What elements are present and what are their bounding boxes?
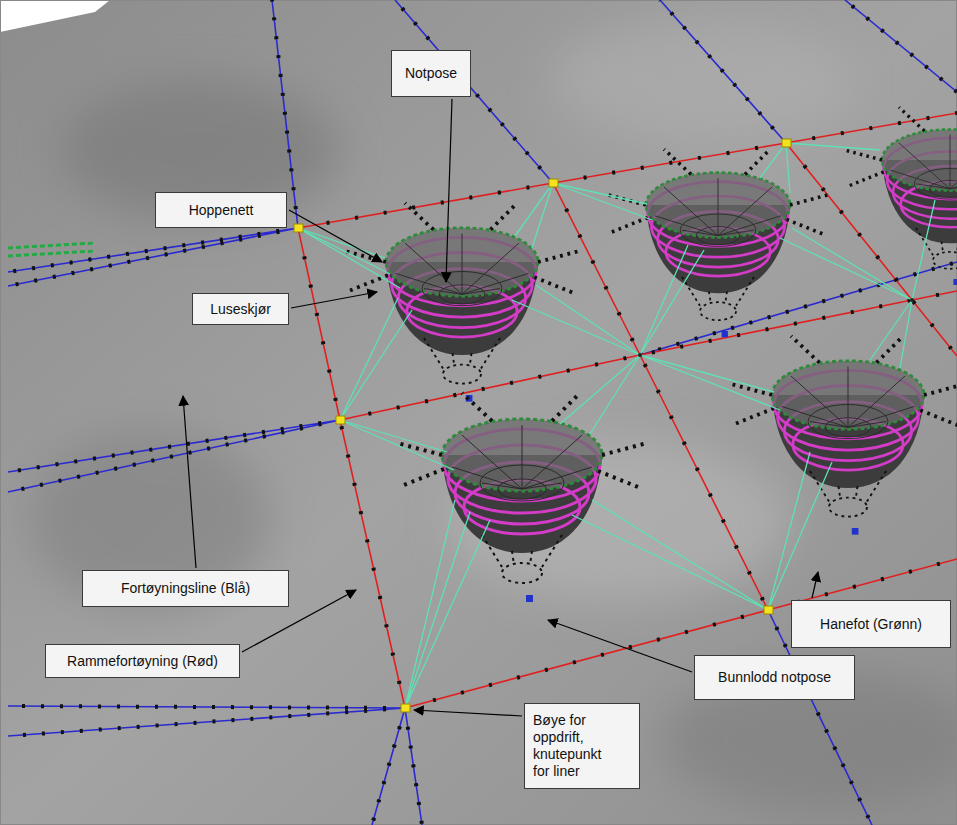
callout-label: Hanefot (Grønn) xyxy=(798,616,944,633)
callout-box: Fortøyningsline (Blå) xyxy=(82,570,289,607)
callout-label: Bøye for oppdrift, knutepunkt for liner xyxy=(533,712,617,780)
callout-label: Fortøyningsline (Blå) xyxy=(89,580,282,597)
callout-label: Hoppenett xyxy=(162,202,280,219)
callout-label: Luseskjør xyxy=(199,301,282,318)
callout-box: Notpose xyxy=(391,50,471,97)
callout-label: Bunnlodd notpose xyxy=(701,669,848,686)
callout-box: Bøye for oppdrift, knutepunkt for liner xyxy=(524,703,640,789)
callout-label: Notpose xyxy=(398,65,464,82)
callout-box: Hoppenett xyxy=(155,192,287,228)
callout-box: Luseskjør xyxy=(192,293,289,325)
callout-box: Bunnlodd notpose xyxy=(694,655,855,700)
callout-box: Hanefot (Grønn) xyxy=(791,600,951,648)
callout-box: Rammefortøyning (Rød) xyxy=(45,644,240,678)
callout-label: Rammefortøyning (Rød) xyxy=(52,653,233,670)
